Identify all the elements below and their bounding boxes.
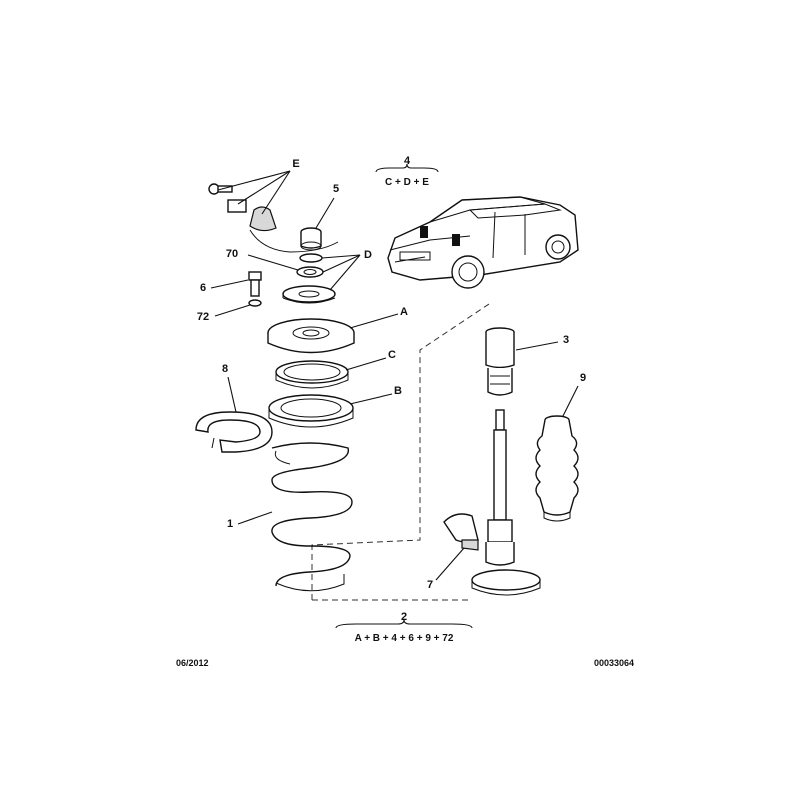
part-9-dust-boot: [535, 415, 579, 522]
kit-4-formula: C + D + E: [385, 177, 429, 188]
leader-b: [349, 393, 393, 405]
part-8-split-ring: [195, 411, 273, 453]
label-e: E: [292, 158, 299, 170]
part-5-bump-stop: [300, 227, 322, 251]
part-1-coil-spring: [271, 442, 353, 592]
part-6-bolt: [248, 271, 262, 297]
leader-e: [217, 170, 291, 215]
leader-c: [345, 357, 387, 371]
leader-6: [210, 279, 249, 289]
label-d: D: [364, 249, 372, 261]
label-8: 8: [222, 363, 228, 375]
part-3-bump-stop: [485, 327, 515, 396]
leader-9: [562, 385, 579, 417]
part-b-spring-pad: [268, 394, 354, 428]
label-a: A: [400, 306, 408, 318]
kit-2-formula: A + B + 4 + 6 + 9 + 72: [355, 633, 454, 644]
part-c-ring: [275, 360, 349, 389]
leader-8: [227, 376, 237, 413]
kit-2-number: 2: [401, 611, 407, 623]
leader-70: [247, 254, 299, 271]
label-1: 1: [227, 518, 233, 530]
leader-5: [315, 197, 335, 229]
assembly-dashed-outline: [311, 301, 493, 601]
kit-4-group: 4 C + D + E: [375, 155, 439, 188]
leader-3: [515, 341, 559, 351]
part-72-washer: [248, 299, 262, 307]
part-7-lower-pad: [443, 513, 479, 551]
leader-72: [214, 304, 251, 317]
kit-4-number: 4: [404, 155, 411, 167]
label-7: 7: [427, 579, 433, 591]
label-5: 5: [333, 183, 339, 195]
label-9: 9: [580, 372, 586, 384]
part-e-bracket: [208, 183, 339, 253]
label-6: 6: [200, 282, 206, 294]
shock-absorber: [471, 409, 541, 596]
part-a-top-mount: [267, 318, 355, 354]
kit-2-group: 2 A + B + 4 + 6 + 9 + 72: [335, 611, 473, 644]
car-spring-marker: [420, 226, 428, 238]
label-70: 70: [226, 248, 238, 260]
footer-reference: 00033064: [594, 658, 634, 668]
car-strut-marker: [452, 234, 460, 246]
leader-1: [237, 511, 273, 525]
label-3: 3: [563, 334, 569, 346]
leader-d: [321, 254, 361, 291]
leader-7: [435, 547, 465, 581]
car-illustration: [387, 196, 579, 289]
label-c: C: [388, 349, 396, 361]
leader-a: [349, 313, 399, 329]
label-b: B: [394, 385, 402, 397]
label-72: 72: [197, 311, 209, 323]
part-d-components: [282, 253, 336, 304]
footer-date: 06/2012: [176, 658, 209, 668]
